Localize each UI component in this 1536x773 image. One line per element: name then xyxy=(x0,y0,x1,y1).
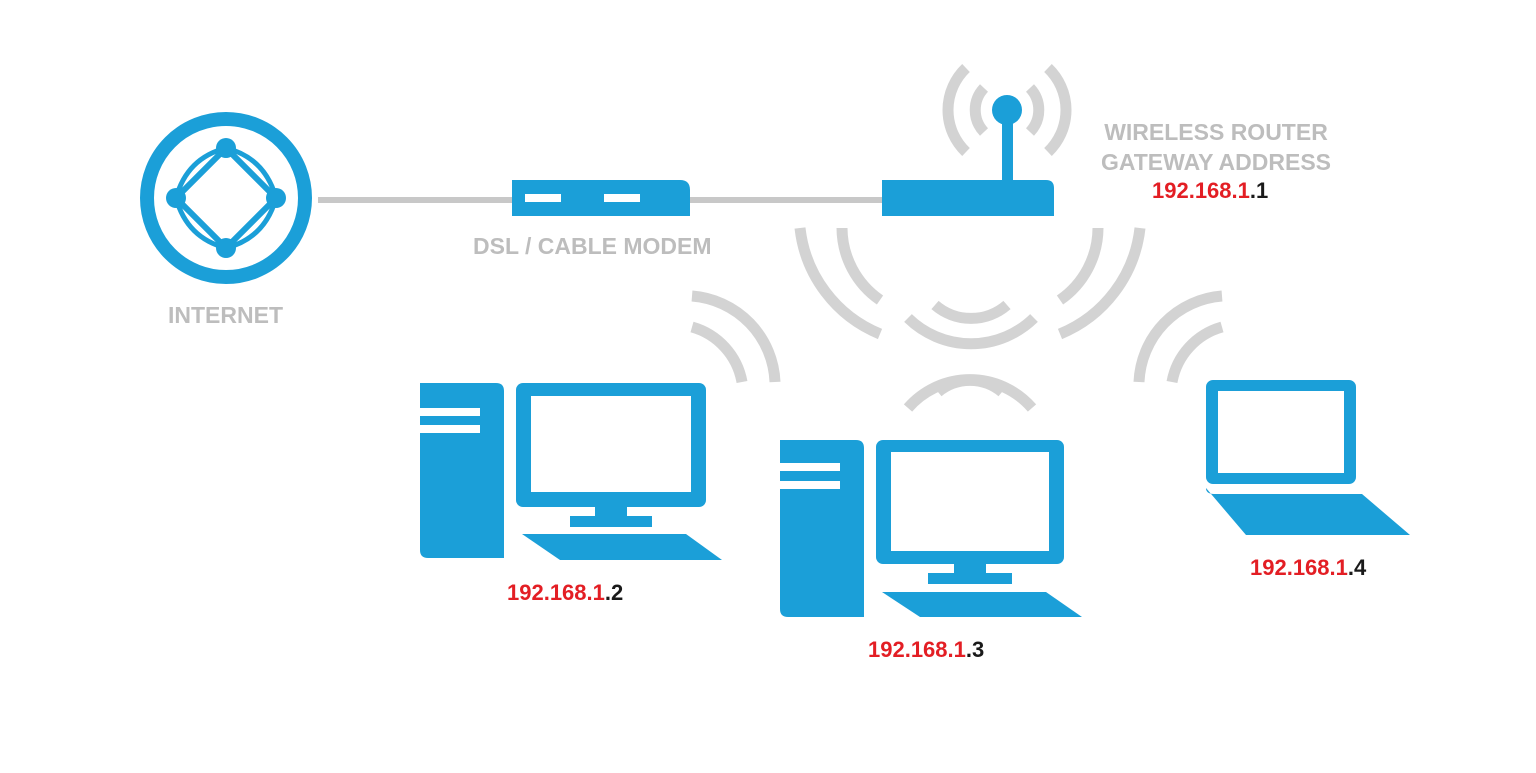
ip-host-part: .2 xyxy=(604,580,624,605)
modem-label: DSL / CABLE MODEM xyxy=(473,233,712,259)
wireless-signal-waves xyxy=(690,64,1224,412)
ip-network-part: 192.168.1 xyxy=(1250,555,1348,580)
ip-network-part: 192.168.1 xyxy=(868,637,966,662)
router-label: WIRELESS ROUTER GATEWAY ADDRESS xyxy=(1090,117,1342,177)
desktop-computer-icon xyxy=(420,383,722,560)
laptop-icon xyxy=(1206,380,1410,535)
globe-network-icon xyxy=(140,112,312,284)
router-ip-address: 192.168.1.1 xyxy=(1152,178,1268,204)
internet-label: INTERNET xyxy=(168,302,283,328)
router-label-line1: WIRELESS ROUTER xyxy=(1104,119,1328,145)
wireless-router-icon xyxy=(882,95,1054,216)
pc1-ip-address: 192.168.1.2 xyxy=(507,580,623,606)
laptop-ip-address: 192.168.1.4 xyxy=(1250,555,1366,581)
ip-host-part: .4 xyxy=(1347,555,1367,580)
modem-icon xyxy=(512,180,690,216)
pc2-ip-address: 192.168.1.3 xyxy=(868,637,984,663)
ip-network-part: 192.168.1 xyxy=(1152,178,1250,203)
ip-host-part: .3 xyxy=(965,637,985,662)
desktop-computer-icon xyxy=(780,440,1082,617)
router-label-line2: GATEWAY ADDRESS xyxy=(1100,149,1332,175)
ip-host-part: .1 xyxy=(1249,178,1269,203)
ip-network-part: 192.168.1 xyxy=(507,580,605,605)
